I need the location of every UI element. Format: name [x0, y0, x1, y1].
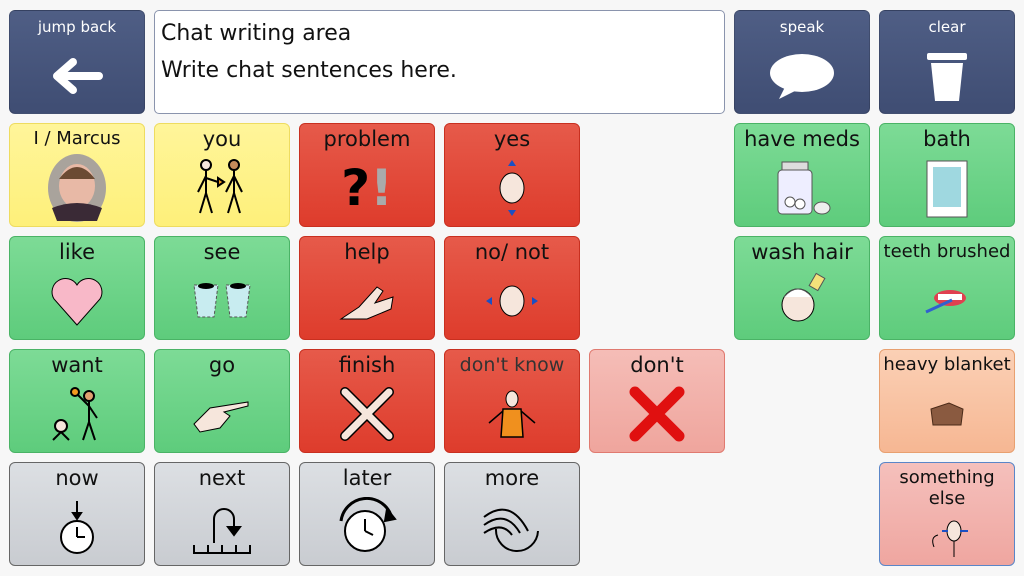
helping-hand-icon — [337, 263, 397, 339]
label: don't know — [459, 354, 565, 376]
cell-go[interactable]: go — [154, 349, 290, 453]
chat-title: Chat writing area — [161, 21, 352, 46]
label: go — [208, 353, 236, 377]
toothbrush-icon — [922, 262, 972, 339]
cell-help[interactable]: help — [299, 236, 435, 340]
cell-see[interactable]: see — [154, 236, 290, 340]
stopwatch-icon — [55, 489, 99, 565]
label: jump back — [37, 18, 117, 36]
wash-hair-icon — [772, 263, 832, 339]
cell-like[interactable]: like — [9, 236, 145, 340]
cell-bath[interactable]: bath — [879, 123, 1015, 227]
blanket-icon — [927, 375, 967, 452]
label: later — [342, 466, 392, 490]
label: want — [51, 353, 103, 377]
speech-bubble-icon — [767, 38, 837, 113]
want-icon — [47, 376, 107, 452]
avatar — [47, 149, 107, 226]
cell-more[interactable]: more — [444, 462, 580, 566]
label: help — [344, 240, 390, 264]
label: see — [203, 240, 241, 264]
cell-yes[interactable]: yes — [444, 123, 580, 227]
label: teeth brushed — [883, 241, 1011, 262]
cell-you[interactable]: you — [154, 123, 290, 227]
cell-want[interactable]: want — [9, 349, 145, 453]
eyes-icon — [190, 263, 254, 339]
pill-jar-icon — [772, 150, 832, 226]
chat-writing-area[interactable]: Chat writing area Write chat sentences h… — [154, 10, 725, 114]
question-exclamation-icon: ?! — [341, 159, 393, 217]
cell-have-meds[interactable]: have meds — [734, 123, 870, 227]
label: have meds — [744, 127, 860, 151]
label: don't — [630, 353, 684, 377]
cell-heavy-blanket[interactable]: heavy blanket — [879, 349, 1015, 453]
label: more — [484, 466, 540, 490]
cell-i-marcus[interactable]: I / Marcus — [9, 123, 145, 227]
label: heavy blanket — [883, 354, 1011, 375]
label: wash hair — [751, 240, 853, 264]
cell-teeth-brushed[interactable]: teeth brushed — [879, 236, 1015, 340]
label: I / Marcus — [33, 128, 121, 149]
nodding-face-icon — [492, 150, 532, 226]
cell-no-not[interactable]: no/ not — [444, 236, 580, 340]
bath-icon — [925, 150, 969, 226]
shrug-icon — [477, 376, 547, 452]
label: you — [202, 127, 242, 151]
head-shake-icon — [482, 263, 542, 339]
something-else-icon — [922, 509, 972, 565]
jump-back-button[interactable]: jump back — [9, 10, 145, 114]
label: something else — [899, 467, 995, 509]
arrow-left-icon — [47, 38, 107, 113]
cell-dont-know[interactable]: don't know — [444, 349, 580, 453]
clock-later-icon — [335, 489, 399, 565]
label: bath — [923, 127, 971, 151]
label: clear — [928, 18, 966, 36]
clear-button[interactable]: clear — [879, 10, 1015, 114]
pointing-hand-icon — [190, 376, 254, 452]
cell-now[interactable]: now — [9, 462, 145, 566]
label: speak — [779, 18, 825, 36]
speak-button[interactable]: speak — [734, 10, 870, 114]
crossed-arms-icon — [337, 376, 397, 452]
cell-something-else[interactable]: something else — [879, 462, 1015, 566]
red-x-icon — [629, 376, 685, 452]
label: now — [55, 466, 99, 490]
cell-finish[interactable]: finish — [299, 349, 435, 453]
you-pointing-icon — [192, 150, 252, 226]
cell-problem[interactable]: problem ?! — [299, 123, 435, 227]
cell-wash-hair[interactable]: wash hair — [734, 236, 870, 340]
heart-icon — [49, 263, 105, 339]
trash-icon — [924, 38, 970, 113]
label: finish — [338, 353, 396, 377]
label: no/ not — [474, 240, 550, 264]
cell-later[interactable]: later — [299, 462, 435, 566]
label: next — [198, 466, 246, 490]
more-arrows-icon — [480, 489, 544, 565]
label: yes — [493, 127, 531, 151]
label: like — [58, 240, 95, 264]
cell-next[interactable]: next — [154, 462, 290, 566]
label: problem — [323, 127, 411, 151]
chat-placeholder: Write chat sentences here. — [161, 58, 457, 83]
cell-dont[interactable]: don't — [589, 349, 725, 453]
next-icon — [190, 489, 254, 565]
